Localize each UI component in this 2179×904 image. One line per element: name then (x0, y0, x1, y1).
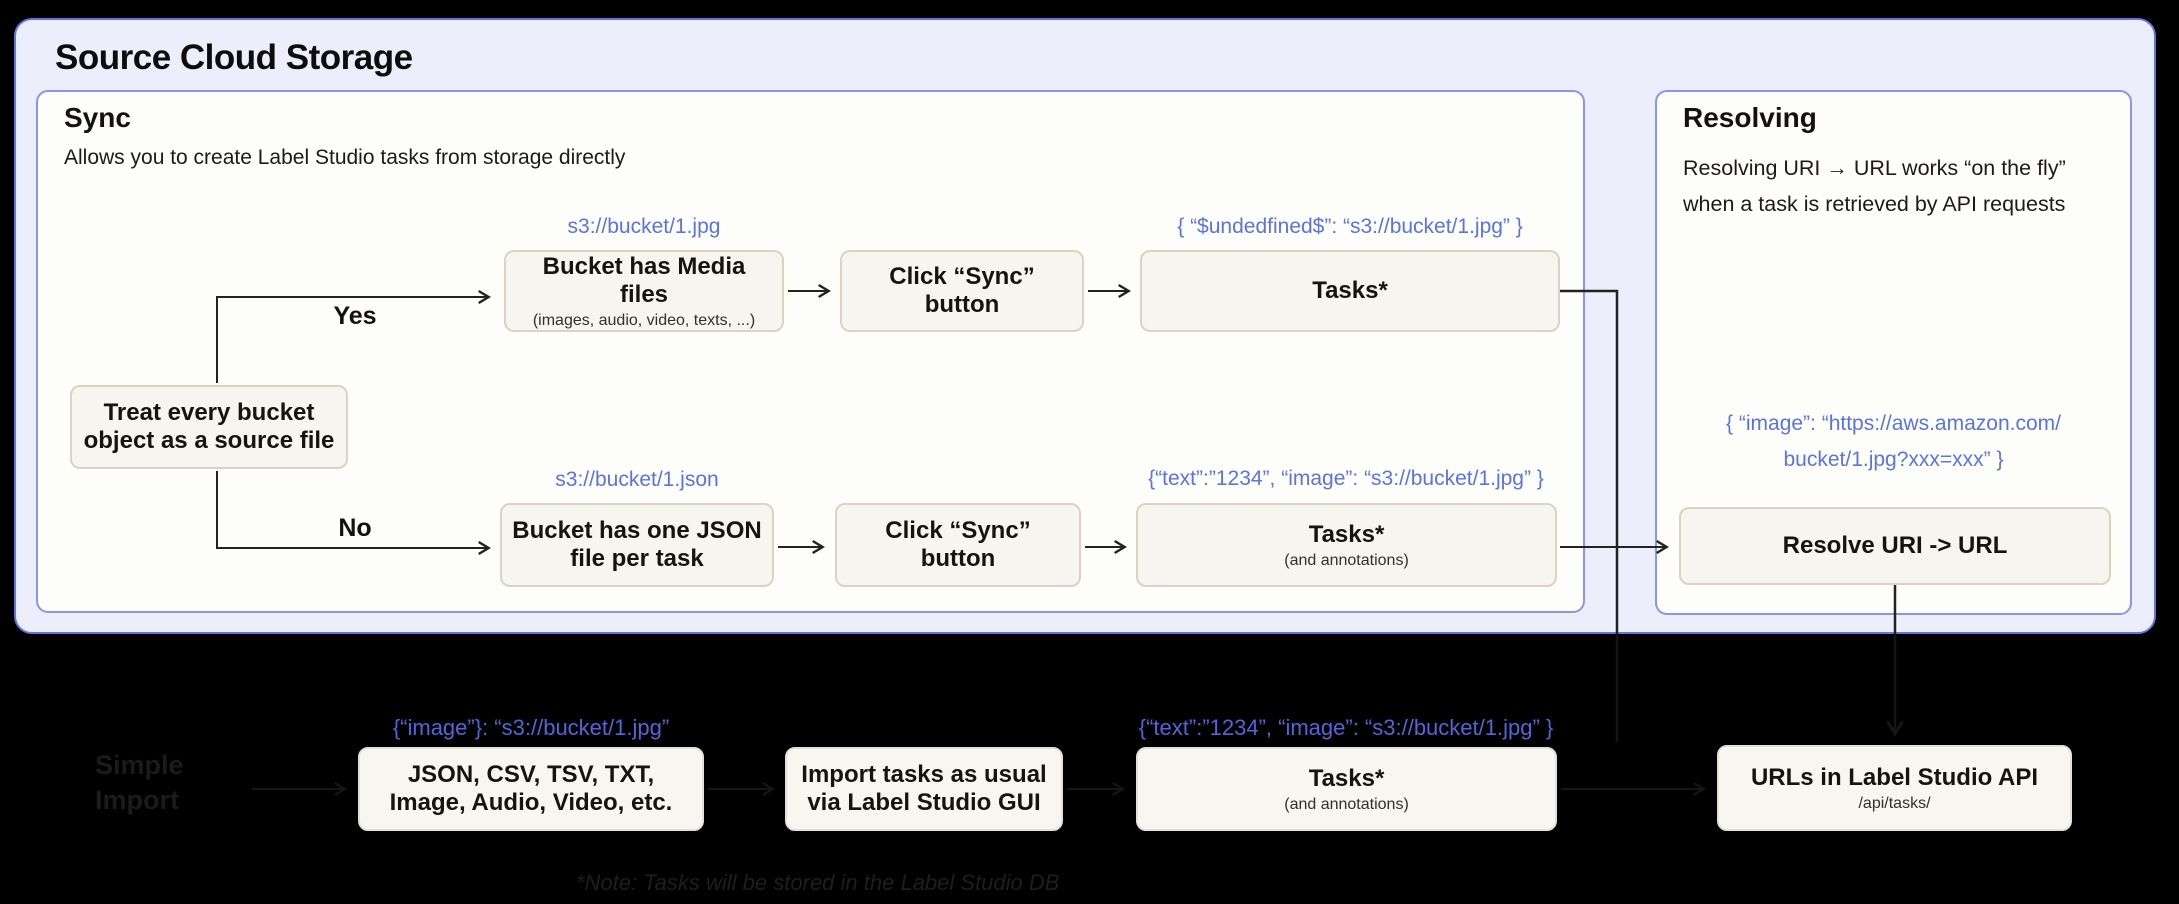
import-tasks-box-subtitle: (and annotations) (1284, 795, 1409, 813)
simple-import-line2: Import (95, 785, 179, 816)
formats-box-title: JSON, CSV, TSV, TXT, Image, Audio, Video… (389, 760, 673, 816)
import-task-json-label: {“text”:”1234”, “image”: “s3://bucket/1.… (1138, 715, 1554, 740)
click-sync-button-label-no: Click “Sync” button (885, 516, 1031, 572)
yes-task-json-label: { “$undedfined$”: “s3://bucket/1.jpg” } (1177, 215, 1523, 238)
api-urls-box-title: URLs in Label Studio API (1750, 763, 2039, 791)
tasks-box-no-title: Tasks* (1308, 520, 1385, 548)
resolving-panel-title: Resolving (1683, 102, 1817, 133)
yes-uri-label: s3://bucket/1.jpg (567, 215, 721, 238)
resolving-desc-line2: when a task is retrieved by API requests (1683, 192, 2066, 216)
resolve-uri-box: Resolve URI -> URL (1679, 507, 2111, 585)
bucket-media-files-box: Bucket has Media files (images, audio, v… (504, 250, 784, 332)
no-task-json-label: {“text”:”1234”, “image”: “s3://bucket/1.… (1148, 467, 1544, 490)
import-tasks-box-title: Tasks* (1308, 764, 1385, 792)
formats-json-label: {“image”}: “s3://bucket/1.jpg” (392, 715, 670, 740)
tasks-box-yes-title: Tasks* (1312, 276, 1388, 304)
db-note: *Note: Tasks will be stored in the Label… (576, 870, 1060, 895)
resolving-json-line1: { “image”: “https://aws.amazon.com/ (1726, 412, 2061, 435)
click-sync-button-label-yes: Click “Sync” button (889, 262, 1035, 318)
tasks-box-yes: Tasks* (1140, 250, 1560, 332)
branch-label-yes: Yes (333, 302, 377, 330)
tasks-box-no: Tasks* (and annotations) (1136, 503, 1557, 587)
import-tasks-box: Tasks* (and annotations) (1136, 747, 1557, 831)
api-urls-box: URLs in Label Studio API /api/tasks/ (1717, 745, 2072, 831)
sync-panel-title: Sync (64, 102, 131, 133)
branch-label-no: No (338, 514, 372, 542)
import-gui-box-title: Import tasks as usual via Label Studio G… (801, 760, 1047, 816)
resolving-json-line2: bucket/1.jpg?xxx=xxx” } (1783, 448, 2004, 471)
decision-box: Treat every bucket object as a source fi… (70, 385, 348, 469)
resolving-desc-line1: Resolving URI → URL works “on the fly” (1683, 156, 2066, 180)
decision-box-label: Treat every bucket object as a source fi… (83, 398, 335, 454)
bucket-json-box-title: Bucket has one JSON file per task (512, 516, 762, 572)
sync-panel-subtitle: Allows you to create Label Studio tasks … (64, 146, 626, 169)
import-gui-box: Import tasks as usual via Label Studio G… (785, 747, 1063, 831)
bucket-media-files-title: Bucket has Media files (542, 252, 746, 308)
bucket-media-files-subtitle: (images, audio, video, texts, ...) (532, 311, 756, 329)
tasks-box-no-subtitle: (and annotations) (1284, 551, 1409, 569)
click-sync-button-box-no: Click “Sync” button (835, 503, 1081, 587)
click-sync-button-box-yes: Click “Sync” button (840, 250, 1084, 332)
bucket-json-box: Bucket has one JSON file per task (500, 503, 774, 587)
no-uri-label: s3://bucket/1.json (555, 468, 719, 491)
resolve-uri-box-title: Resolve URI -> URL (1782, 531, 2008, 559)
simple-import-label: Simple Import (95, 748, 245, 818)
simple-import-line1: Simple (95, 750, 184, 780)
formats-box: JSON, CSV, TSV, TXT, Image, Audio, Video… (358, 747, 704, 831)
api-urls-box-subtitle: /api/tasks/ (1858, 794, 1931, 812)
page-title: Source Cloud Storage (55, 38, 413, 77)
